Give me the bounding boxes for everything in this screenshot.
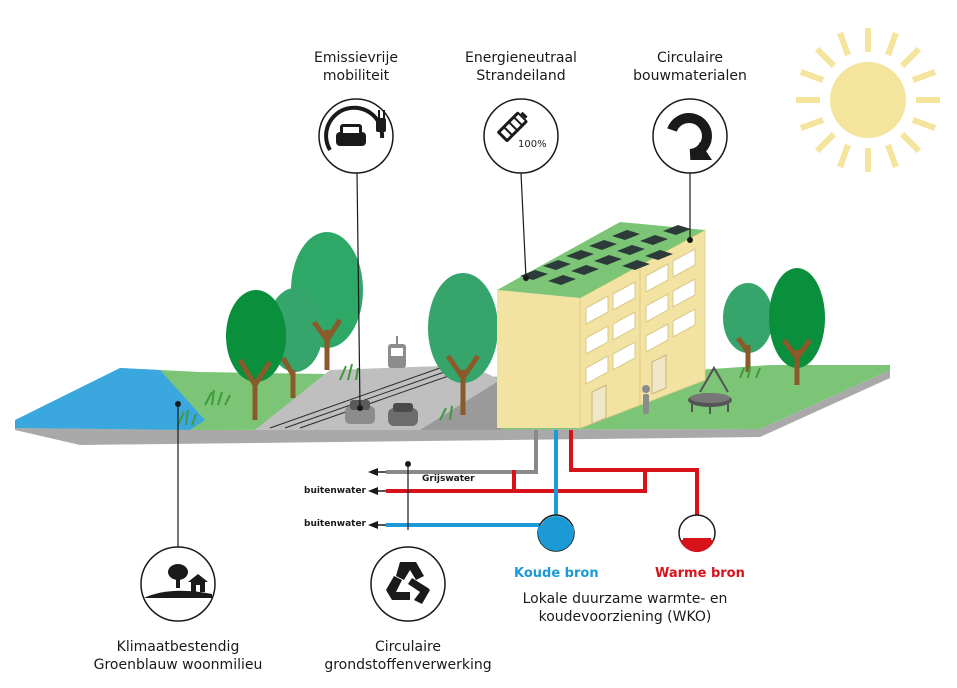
warm-well <box>678 514 716 553</box>
label-grondstoffen-line2: grondstoffenverwerking <box>324 657 492 673</box>
person-icon <box>642 385 650 414</box>
grass-right <box>739 365 761 379</box>
label-wko-line2: koudevoorziening (WKO) <box>538 609 712 625</box>
label-warme-bron: Warme bron <box>655 566 745 581</box>
ev-car-plug-icon <box>318 98 394 174</box>
water <box>15 368 205 430</box>
label-energie-line2: Strandeiland <box>476 68 566 84</box>
tram-tracks <box>269 367 461 429</box>
doors <box>591 354 667 425</box>
recycle-arrow-icon <box>652 98 728 174</box>
grijswater-pipe <box>386 430 538 474</box>
label-klimaat-line2: Groenblauw woonmilieu <box>93 657 263 673</box>
label-emissievrij-line2: mobiliteit <box>322 68 390 84</box>
label-emissievrij-line1: Emissievrije <box>314 50 398 66</box>
trees-left <box>177 232 498 426</box>
pipe-arrows <box>368 468 386 529</box>
grass-tufts <box>177 363 453 426</box>
battery-icon <box>483 98 559 174</box>
callout-dots <box>175 237 693 467</box>
tram-icon <box>388 336 406 368</box>
trees-right <box>723 268 825 385</box>
swing-icon <box>699 366 729 393</box>
recycle-icon <box>370 546 446 622</box>
label-circulair-bouw: Circulaire bouwmaterialen <box>620 49 760 85</box>
battery-percent: 100% <box>518 139 547 150</box>
label-grondstoffen: Circulaire grondstoffenverwerking <box>305 638 511 674</box>
trampoline-icon <box>688 393 732 414</box>
pipe-label-grijswater: Grijswater <box>422 474 475 484</box>
sun-icon <box>796 28 940 172</box>
label-koude-bron: Koude bron <box>514 566 599 581</box>
label-klimaat-line1: Klimaatbestendig <box>116 639 240 655</box>
building <box>497 222 706 429</box>
label-klimaat: Klimaatbestendig Groenblauw woonmilieu <box>78 638 278 674</box>
label-wko: Lokale duurzame warmte- en koudevoorzien… <box>510 590 740 626</box>
pipe-label-buitenwater-1: buitenwater <box>304 486 366 496</box>
label-energie-line1: Energieneutraal <box>465 50 577 66</box>
callout-lines <box>177 171 691 548</box>
label-circulair-bouw-line2: bouwmaterialen <box>633 68 747 84</box>
solar-panel-icon <box>520 225 691 285</box>
windows <box>585 248 696 385</box>
label-grondstoffen-line1: Circulaire <box>374 639 442 655</box>
road <box>255 365 500 430</box>
label-emissievrij: Emissievrije mobiliteit <box>296 49 416 85</box>
car-icon <box>345 400 418 426</box>
tree-house-icon <box>140 546 216 622</box>
label-circulair-bouw-line1: Circulaire <box>656 50 724 66</box>
cold-well <box>537 514 575 552</box>
label-energie: Energieneutraal Strandeiland <box>451 49 591 85</box>
label-wko-line1: Lokale duurzame warmte- en <box>522 591 728 607</box>
pipe-label-buitenwater-2: buitenwater <box>304 519 366 529</box>
